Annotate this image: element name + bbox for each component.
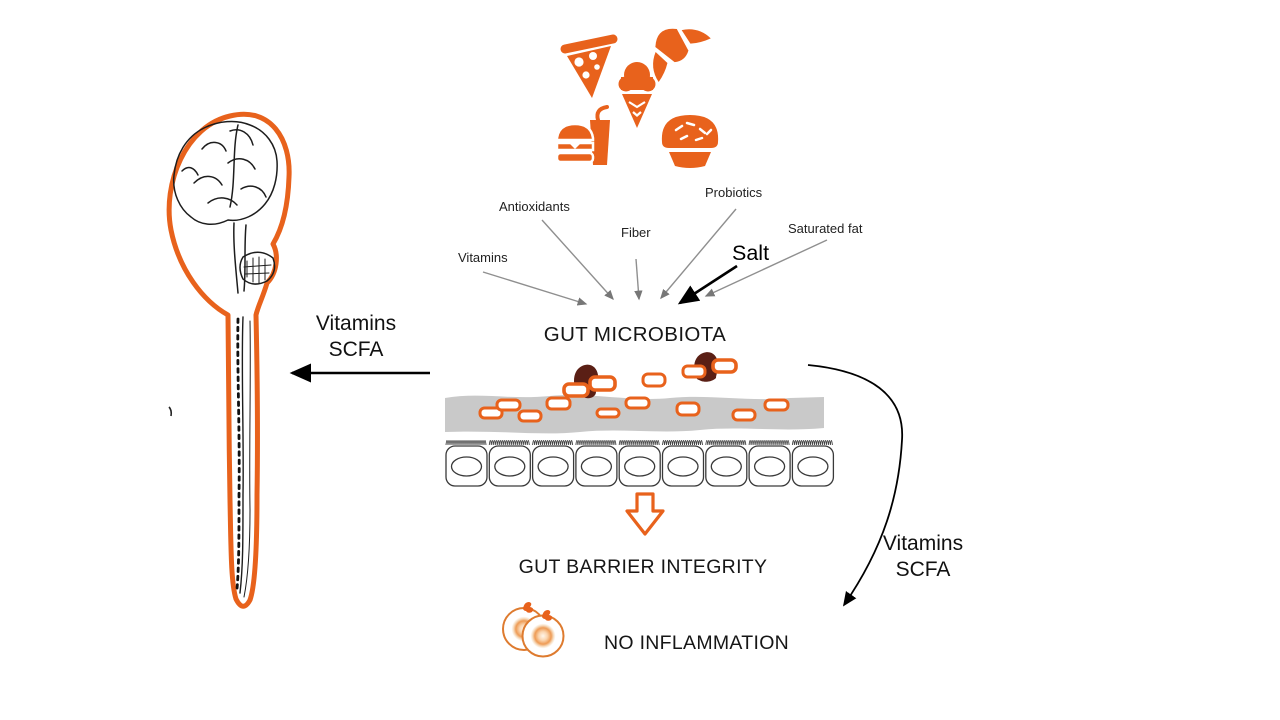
croissant-icon: [653, 28, 711, 83]
epithelial-cell: [791, 439, 835, 487]
input-label-saturated-fat: Saturated fat: [788, 221, 863, 236]
right-pathway-line2: SCFA: [895, 558, 951, 581]
pizza-icon: [560, 34, 618, 98]
right-pathway-label: Vitamins SCFA: [863, 531, 983, 583]
input-arrows: [482, 208, 828, 306]
input-label-salt: Salt: [732, 241, 770, 265]
cell-receptor-icon: [542, 610, 553, 621]
left-pathway-line2: SCFA: [328, 338, 384, 361]
gut-barrier-label: GUT BARRIER INTEGRITY: [518, 556, 768, 578]
epithelial-cell: [575, 439, 618, 487]
input-label-fiber: Fiber: [621, 225, 651, 240]
brain-spinal-cord-icon: [166, 111, 292, 609]
burger-drink-icon: [555, 105, 610, 165]
epithelial-cell: [661, 439, 705, 487]
arrow-salt: [677, 264, 738, 305]
gut-microbiota-title: GUT MICROBIOTA: [543, 323, 727, 346]
brain-sketch: [172, 120, 278, 598]
input-label-antioxidants: Antioxidants: [499, 199, 570, 214]
mucus-layer: [445, 395, 824, 434]
arrow-antioxidants: [541, 219, 614, 301]
arrow-vitamins: [482, 271, 588, 306]
ice-cream-icon: [618, 62, 656, 128]
right-pathway-line1: Vitamins: [882, 532, 964, 555]
epithelial-cell: [618, 439, 661, 487]
gut-wall: [445, 352, 835, 487]
input-label-probiotics: Probiotics: [705, 185, 763, 200]
epithelial-cells: [445, 439, 835, 487]
left-arrow: [289, 363, 430, 383]
down-arrow-icon: [625, 492, 665, 536]
arrow-probiotics: [660, 208, 737, 300]
left-pathway-label: Vitamins SCFA: [296, 311, 416, 363]
epithelial-cell: [748, 439, 791, 487]
bacteria-rods: [478, 358, 790, 423]
food-icons: [555, 28, 719, 168]
cell-receptor-icon: [523, 602, 534, 613]
left-pathway-line1: Vitamins: [315, 312, 397, 335]
right-curved-arrow: [807, 364, 903, 607]
epithelial-cell: [445, 439, 488, 487]
epithelial-cell: [531, 439, 575, 487]
immune-cells-icon: [502, 602, 565, 658]
muffin-icon: [661, 115, 719, 168]
arrow-saturated-fat: [704, 239, 828, 297]
epithelial-cell: [705, 439, 748, 487]
epithelial-cell: [488, 439, 531, 487]
outcome-label: NO INFLAMMATION: [604, 632, 790, 654]
arrow-fiber: [634, 258, 643, 301]
stray-mark: [168, 406, 173, 417]
input-label-vitamins: Vitamins: [458, 250, 508, 265]
